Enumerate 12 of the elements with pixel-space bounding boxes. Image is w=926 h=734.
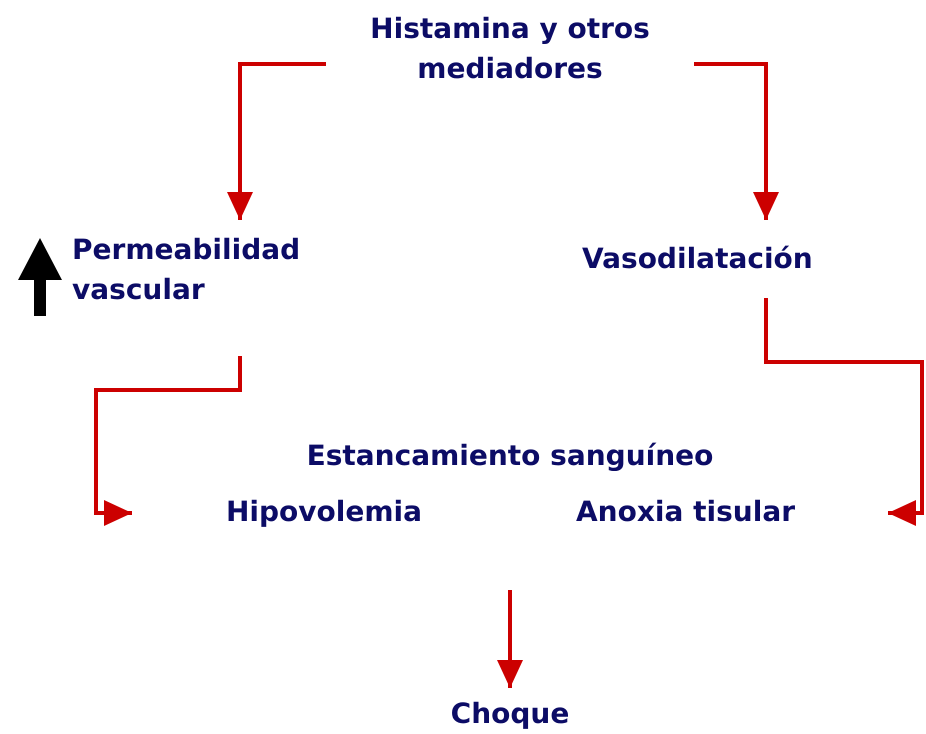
arrow	[94, 356, 242, 526]
node-label: Anoxia tisular	[576, 494, 796, 530]
node-label: Hipovolemia	[226, 494, 422, 530]
node-label: Vasodilatación	[582, 241, 813, 277]
arrow	[227, 62, 326, 220]
node-label: Histamina y otros mediadores	[369, 11, 651, 87]
node-label: Permeabilidad vascular	[72, 232, 302, 308]
arrow	[497, 590, 523, 688]
arrow	[694, 62, 779, 220]
arrow	[764, 298, 924, 526]
node-label: Choque	[450, 696, 570, 732]
node-label: Estancamiento sanguíneo	[306, 438, 714, 474]
